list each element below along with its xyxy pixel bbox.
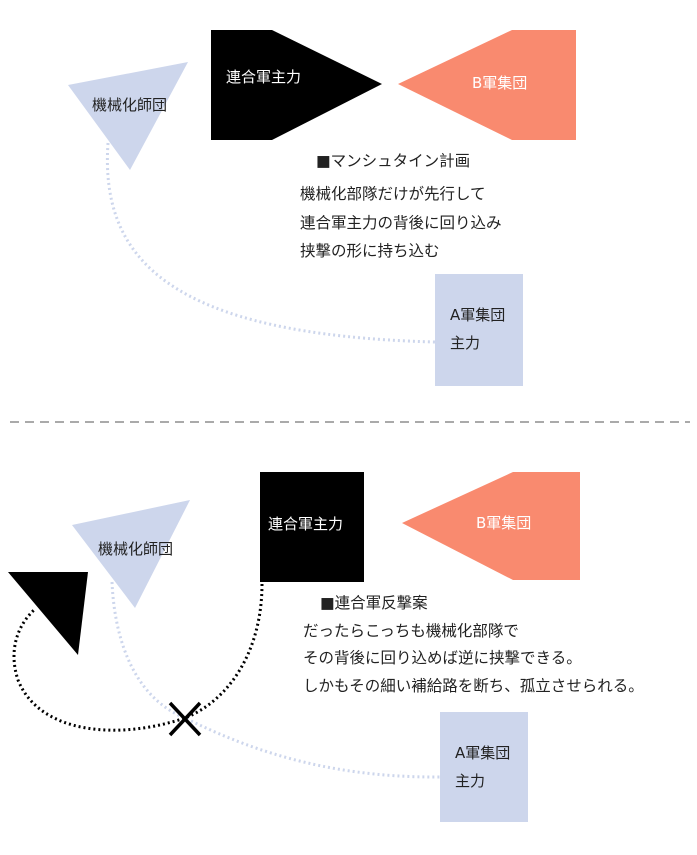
allied-main-label: 連合軍主力 [226,68,301,86]
counter-plan-line-1: だったらこっちも機械化部隊で [303,622,519,640]
mech-division-triangle [68,62,188,170]
b-group-label: B軍集団 [476,514,531,532]
a-group-label-1: A軍集団 [450,306,505,324]
top-panel: 機械化師団 連合軍主力 B軍集団 ■マンシュタイン計画 機械化部隊だけが先行して… [68,30,576,386]
allied-main-box [260,472,364,582]
a-group-box [435,274,523,386]
a-group-box [440,712,528,822]
allied-main-label: 連合軍主力 [268,515,343,533]
plan-line-2: 連合軍主力の背後に回り込み [300,214,502,232]
allied-main-arrow [211,30,382,140]
b-group-arrow [402,472,580,580]
mech-division-label: 機械化師団 [98,540,173,558]
counter-plan-line-2: その背後に回り込めば逆に挟撃できる。 [303,649,582,667]
cut-x-icon [168,701,202,737]
b-group-label: B軍集団 [472,74,527,92]
plan-title: ■マンシュタイン計画 [316,152,470,170]
b-group-arrow [398,30,576,140]
a-group-label-1: A軍集団 [455,744,510,762]
mech-division-label: 機械化師団 [92,96,167,114]
bottom-panel: 機械化師団 連合軍主力 B軍集団 ■連合軍反撃案 だったらこっちも機械化部隊で … [8,472,644,822]
counter-plan-title: ■連合軍反撃案 [320,594,428,612]
plan-line-3: 挟撃の形に持ち込む [300,242,440,260]
counter-mech-triangle [8,572,88,655]
a-group-label-2: 主力 [455,772,485,790]
mech-route-dotted [105,142,436,344]
mech-division-triangle [72,500,190,608]
a-group-label-2: 主力 [450,334,480,352]
counter-route-dotted [12,583,264,732]
counter-plan-line-3: しかもその細い補給路を断ち、孤立させられる。 [303,677,644,695]
plan-line-1: 機械化部隊だけが先行して [300,185,486,203]
